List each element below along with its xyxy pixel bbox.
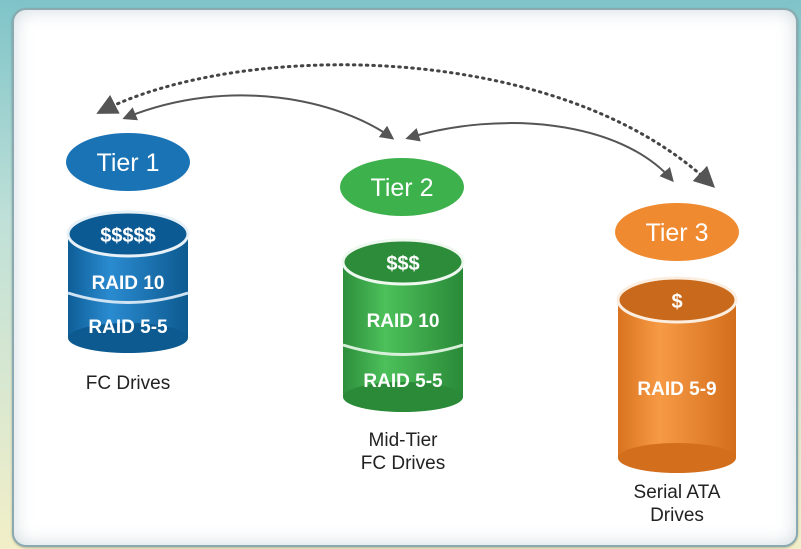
tier-2-raid-0: RAID 10 [367,311,440,332]
tier-2-group: Tier 2 $$$ RAID 10 RAID 5-5 [340,158,465,412]
arrow-tier2-tier3 [405,122,674,183]
tier-2-pill [340,158,464,216]
tier-1-caption: FC Drives [58,372,198,395]
tier-3-cost: $ [671,291,682,313]
tier-3-disk-top [616,276,738,324]
tier-1-pill [66,133,190,191]
tier-1-caption-line-0: FC Drives [85,373,171,394]
tier-1-disk-top [66,210,190,258]
tier-2-raid-1: RAID 5-5 [363,371,443,392]
tier-3-group: Tier 3 $ RAID 5-9 [615,203,739,473]
tier-2-cost: $$$ [386,253,419,275]
arrow-tier1-tier2 [122,94,395,140]
tier-1-label: Tier 1 [97,149,160,177]
tier-3-caption-line-0: Serial ATA [633,482,721,503]
tier-2-caption-line-0: Mid-Tier [368,430,438,451]
tier-1-raid-0: RAID 10 [92,273,165,294]
tier-1-cost: $$$$$ [100,225,156,247]
tier-2-caption-line-1: FC Drives [360,453,446,474]
tier-2-caption: Mid-Tier FC Drives [333,429,473,475]
tier-3-caption-line-1: Drives [650,505,704,526]
tier-2-disk-top [341,238,465,286]
tier-1-raid-1: RAID 5-5 [88,317,168,338]
tier-2-label: Tier 2 [371,174,434,202]
tier-3-label: Tier 3 [646,219,709,247]
tier-3-raid-0: RAID 5-9 [637,379,716,400]
tier-3-pill [615,203,739,261]
tier-1-group: Tier 1 $$$$$ RAID 10 RAID 5-5 [66,133,190,353]
tier-3-caption: Serial ATA Drives [597,481,757,527]
